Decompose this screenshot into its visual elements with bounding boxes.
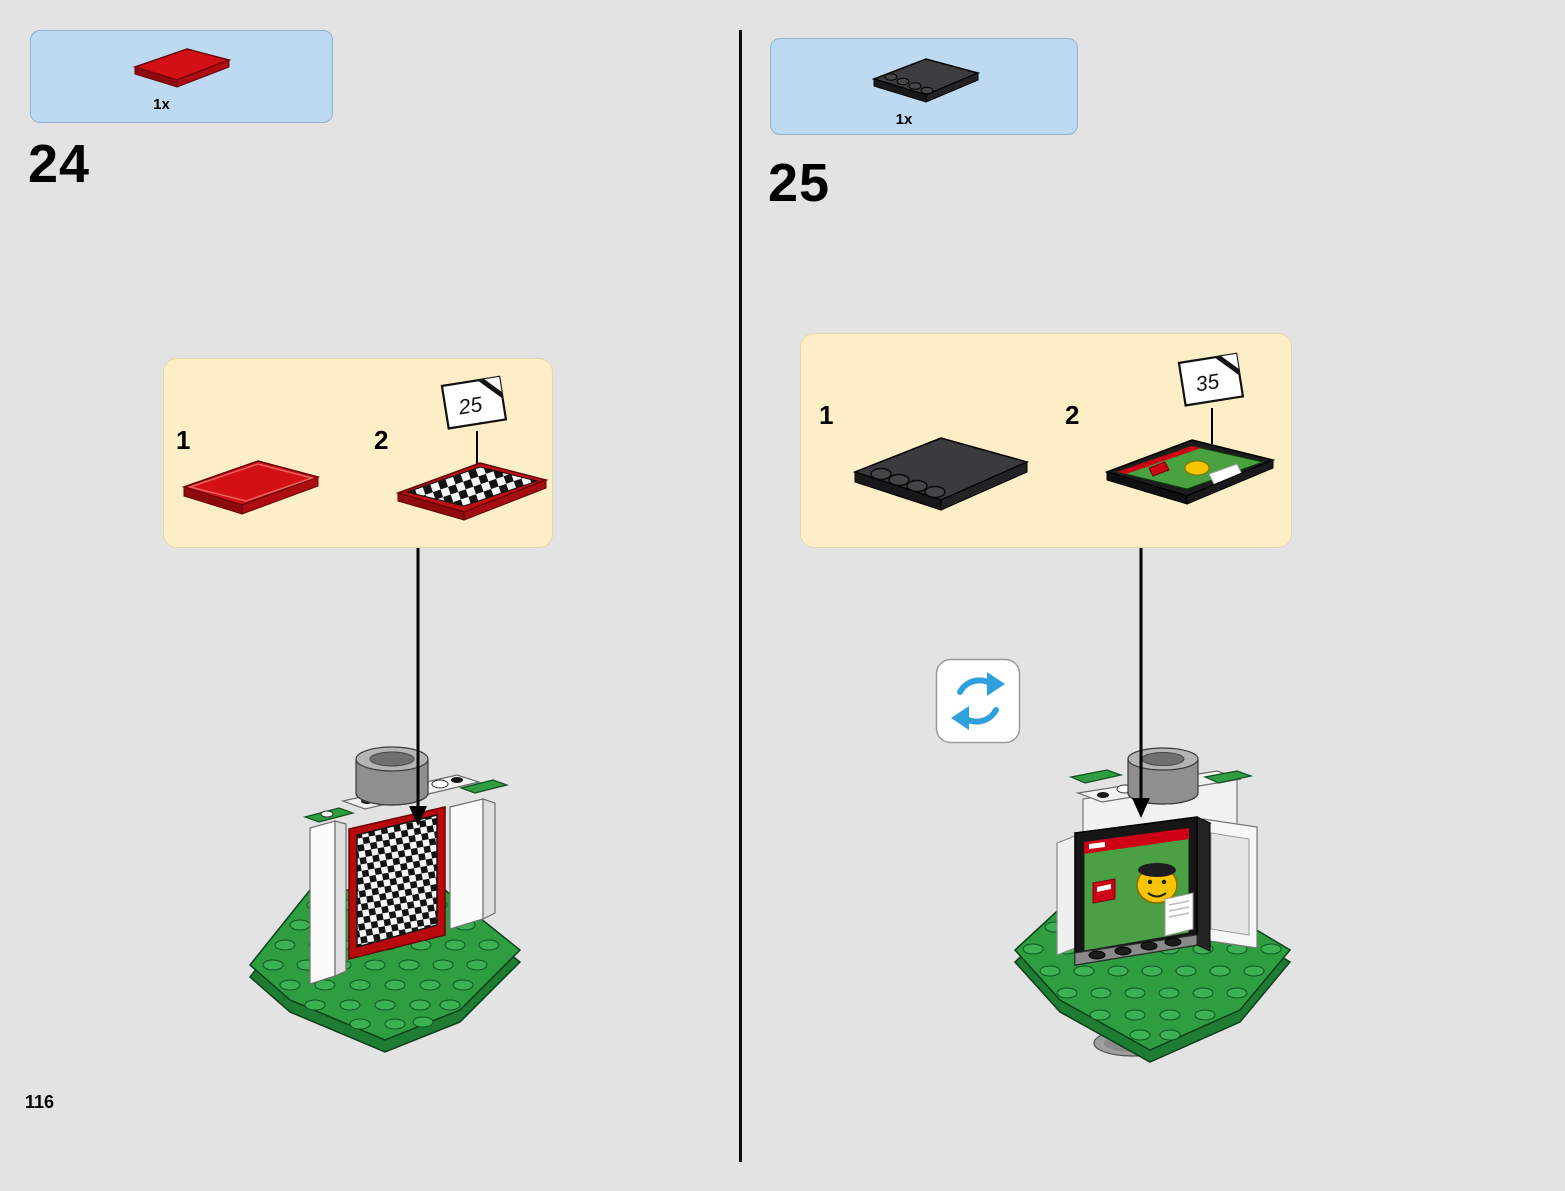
assembly-illustration-25 <box>1013 747 1292 1063</box>
item-1-label: 1 <box>176 425 191 455</box>
step-number-24: 24 <box>28 134 91 194</box>
page-number: 116 <box>25 1092 55 1112</box>
black-tile-large-icon <box>852 437 1030 511</box>
arrow-down-icon-24 <box>409 548 427 826</box>
green-tile-left <box>1068 769 1124 784</box>
sticker-tile-icon <box>1104 439 1276 505</box>
white-gate-structure <box>302 774 510 985</box>
assembly-illustration-24 <box>248 746 522 1053</box>
gray-cylinder <box>1127 747 1199 805</box>
sticker-number: 25 <box>456 393 484 420</box>
parts-callout-24: 1x <box>30 30 333 123</box>
green-tile-right <box>1202 770 1254 784</box>
gray-cylinder <box>355 746 429 806</box>
red-tile-large-icon <box>181 460 321 515</box>
checkered-door-icon <box>356 814 438 948</box>
green-tile-right <box>458 779 510 794</box>
step-number-25: 25 <box>768 153 831 213</box>
sticker-screen <box>1073 816 1212 966</box>
sticker-connector-line <box>1211 408 1213 444</box>
item-1-label: 1 <box>819 400 834 430</box>
arrow-down-icon-25 <box>1132 548 1150 818</box>
assembly-callout-25: 1 2 35 <box>800 333 1292 548</box>
sticker-25-icon: 25 <box>440 375 508 430</box>
item-2-label: 2 <box>374 425 389 455</box>
item-2-label: 2 <box>1065 400 1080 430</box>
red-tile-icon <box>132 48 231 88</box>
sticker-35-icon: 35 <box>1177 352 1245 407</box>
part-count-24: 1x <box>153 96 170 113</box>
column-divider <box>739 30 742 1162</box>
assembly-callout-24: 1 25 2 <box>163 358 553 548</box>
part-count-25: 1x <box>895 111 913 128</box>
rotate-icon <box>935 658 1021 744</box>
checkered-tile-icon <box>395 462 549 521</box>
sticker-number: 35 <box>1194 370 1221 396</box>
dark-tile-icon <box>871 58 981 103</box>
sticker-connector-line <box>476 431 478 465</box>
parts-callout-25: 1x <box>770 38 1078 135</box>
